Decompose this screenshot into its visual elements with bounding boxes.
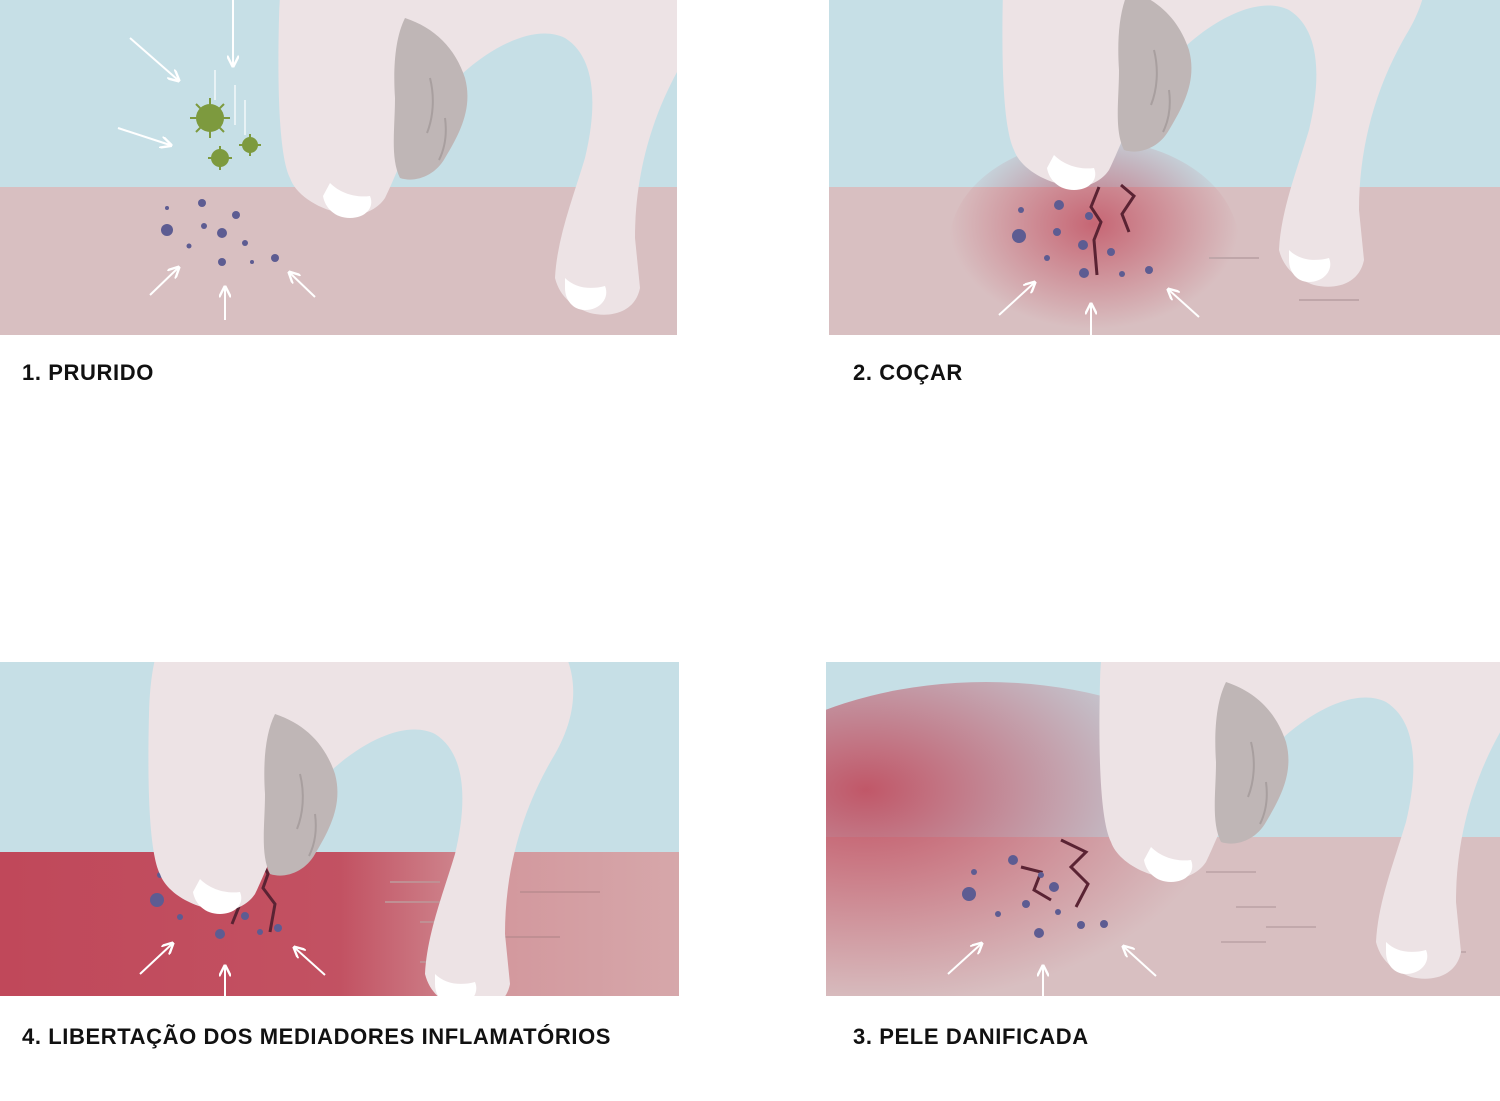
step-2-panel (829, 0, 1500, 335)
step-3-panel (826, 662, 1500, 996)
step-2-label: 2. COÇAR (853, 360, 963, 386)
step-4-panel (0, 662, 679, 996)
step-3-label: 3. PELE DANIFICADA (853, 1024, 1089, 1050)
step-1-label: 1. PRURIDO (22, 360, 154, 386)
step-4-label: 4. LIBERTAÇÃO DOS MEDIADORES INFLAMATÓRI… (22, 1024, 611, 1050)
step-1-panel (0, 0, 677, 335)
inflammation (0, 852, 679, 996)
